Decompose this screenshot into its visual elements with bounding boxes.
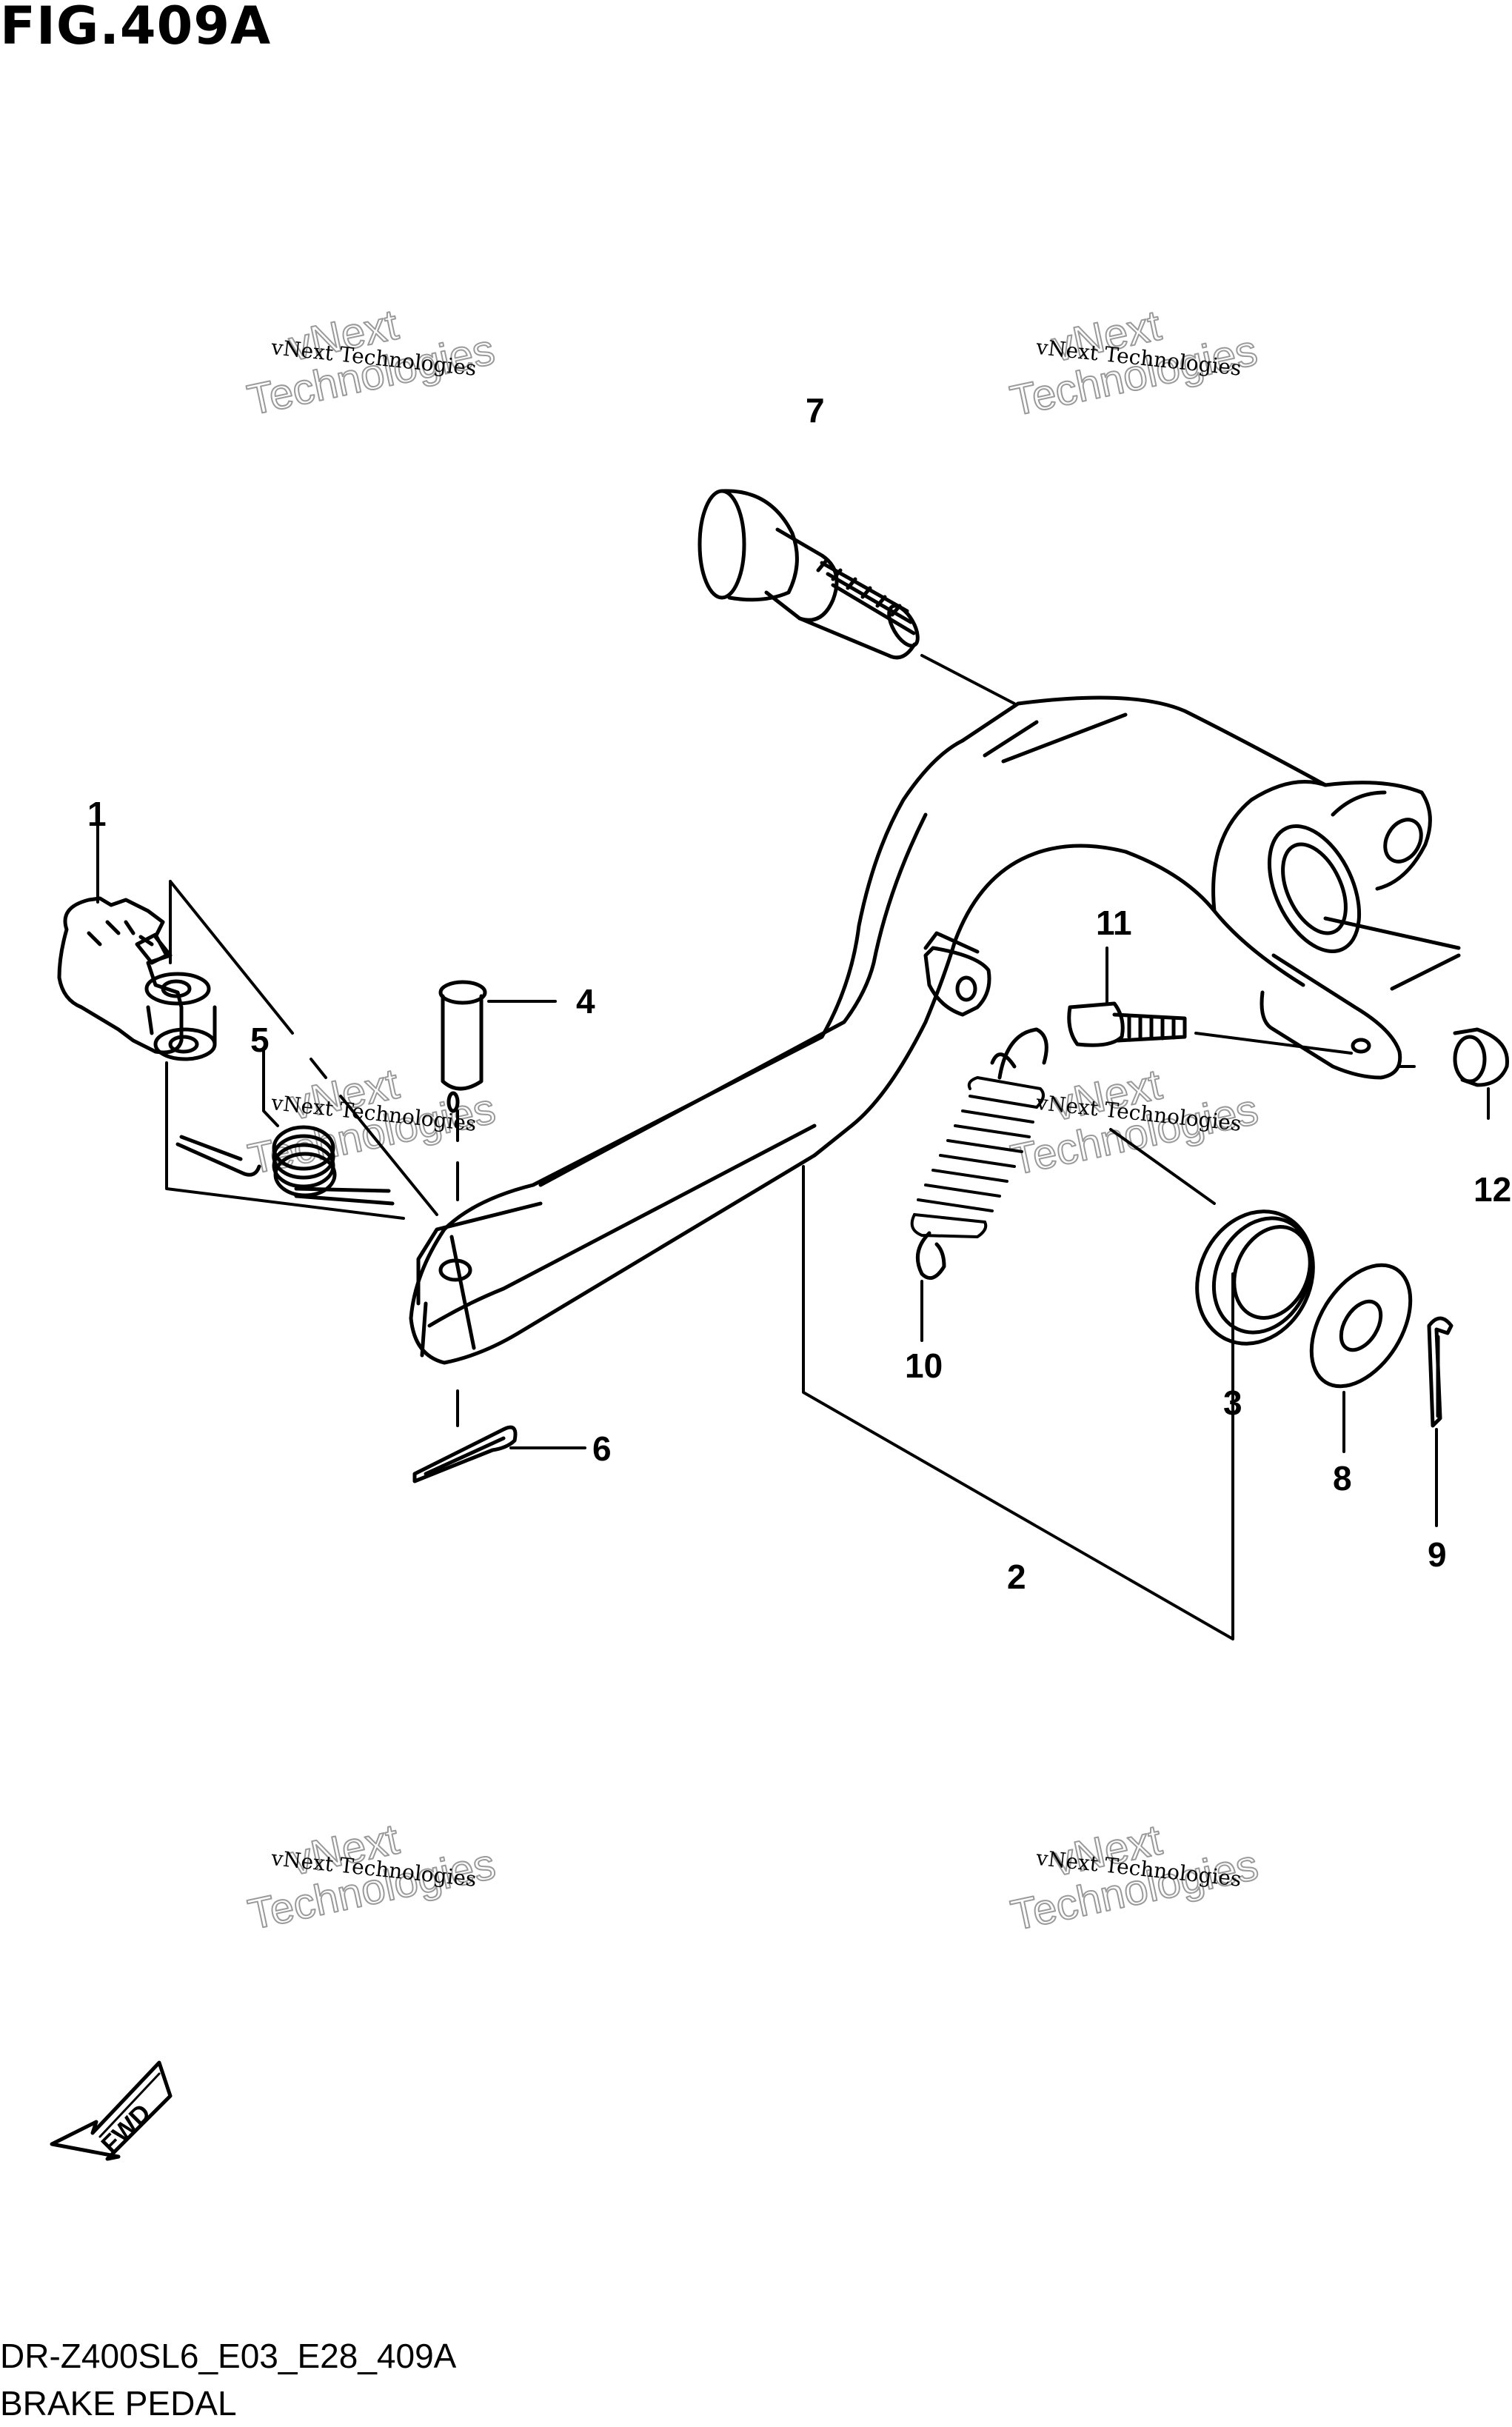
part-5-torsion-spring	[175, 1046, 395, 1206]
part-11-bolt	[1067, 947, 1353, 1055]
callout-4: 4	[576, 982, 595, 1021]
callout-3: 3	[1223, 1383, 1242, 1422]
part-4-clevis-pin	[438, 980, 557, 1201]
callout-7: 7	[806, 391, 825, 430]
callout-6: 6	[592, 1429, 612, 1468]
callout-10: 10	[905, 1346, 943, 1385]
callout-1: 1	[87, 795, 107, 833]
part-6-cotter-pin	[412, 1389, 586, 1483]
callout-2: 2	[1007, 1558, 1026, 1596]
figure-title: FIG.409A	[0, 0, 272, 56]
part-8-washer	[1309, 1263, 1413, 1453]
section-title: BRAKE PEDAL	[0, 2384, 237, 2423]
callout-11: 11	[1096, 904, 1132, 942]
part-10-return-spring	[910, 1027, 1048, 1342]
part-2-brake-pedal	[409, 695, 1461, 1640]
guide-line-1	[169, 880, 438, 1216]
callout-9: 9	[1428, 1535, 1447, 1574]
callout-5: 5	[250, 1021, 270, 1059]
part-12-bushing	[1398, 1027, 1509, 1120]
part-7-pivot-bolt	[698, 489, 1016, 705]
callout-12: 12	[1473, 1170, 1511, 1209]
part-9-cotter-pin	[1427, 1316, 1454, 1527]
callout-8: 8	[1333, 1459, 1352, 1498]
part-3-oil-seal	[1109, 1128, 1315, 1372]
fwd-arrow-icon: FWD	[50, 2060, 173, 2161]
model-code: DR-Z400SL6_E03_E28_409A	[0, 2337, 457, 2375]
part-1-switch-holder	[57, 821, 405, 1220]
